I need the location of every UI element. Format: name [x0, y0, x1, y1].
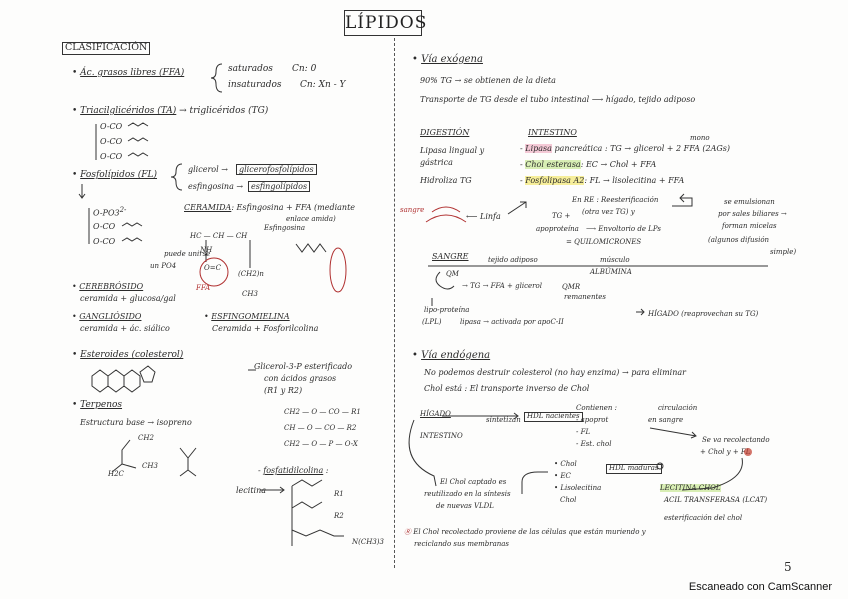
chain-circle: [330, 248, 346, 292]
endo-circulacion-arrow: [650, 428, 696, 438]
endo-circle: [657, 463, 663, 469]
lecitina-arrow: [260, 487, 284, 493]
isoprene-1: [112, 440, 136, 472]
endo-mark: [744, 448, 752, 456]
endo-sintetizan-arrow: [442, 413, 518, 419]
fl-down-arrow: [79, 184, 85, 198]
brace-fl: [171, 164, 182, 190]
higado-arrow: [636, 309, 644, 315]
linfa-arrow: [508, 202, 526, 214]
fl-tails: [122, 223, 142, 241]
endo-right-curve: [682, 458, 742, 490]
linfa-wave: [426, 207, 466, 222]
esfingosina-chain: [296, 244, 326, 252]
lecitina-structure: [292, 480, 344, 546]
isoprene-2: [180, 448, 196, 476]
brace-ffa: [211, 64, 222, 92]
ta-tails: [128, 123, 148, 156]
endo-bracket: [522, 472, 548, 494]
micelas-arrow: [672, 194, 692, 206]
steroid-rings: [92, 366, 155, 392]
ffa-circle: [200, 258, 228, 286]
qm-shape: [436, 272, 454, 289]
endo-left-curve: [409, 420, 436, 486]
ceramida-bonds: [206, 240, 250, 268]
